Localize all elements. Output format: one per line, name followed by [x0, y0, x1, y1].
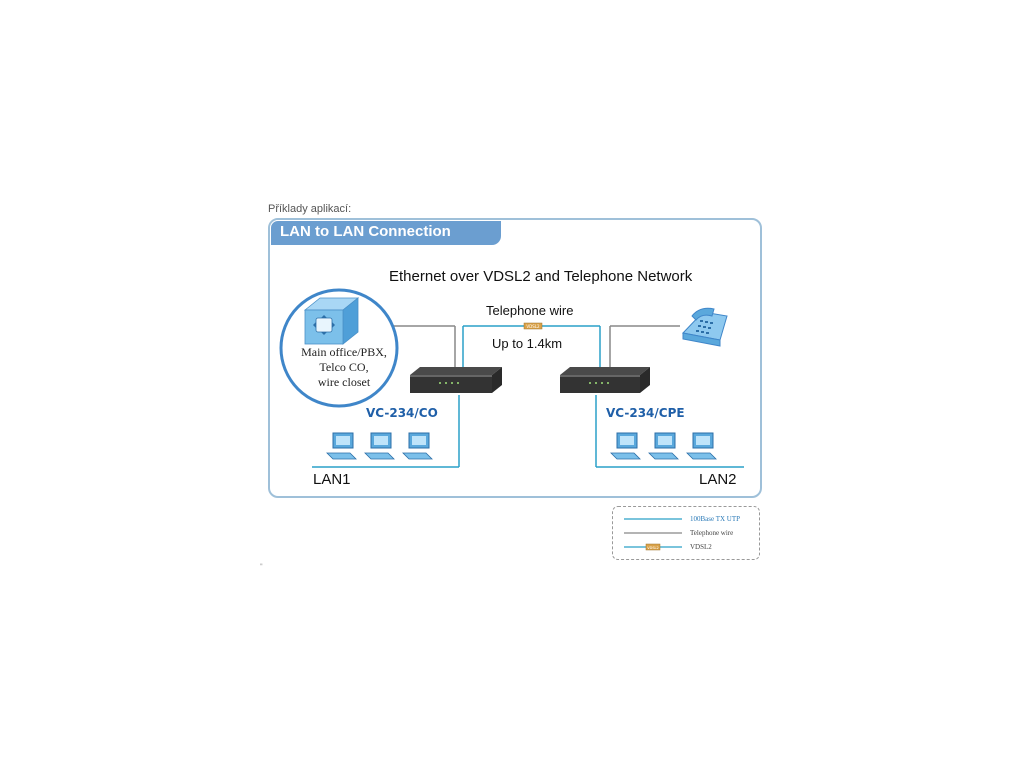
- diagram-title: Ethernet over VDSL2 and Telephone Networ…: [389, 268, 693, 285]
- caption: Příklady aplikací:: [268, 203, 352, 215]
- vdsl-badge-text: VDSL2: [526, 324, 540, 329]
- header-title: LAN to LAN Connection: [280, 223, 451, 240]
- header-tab: [270, 220, 502, 246]
- legend-vdsl-badge-text: VDSL2: [647, 546, 659, 550]
- office-label-line-1: Main office/PBX,: [301, 345, 387, 359]
- vdsl-badge: [523, 322, 543, 330]
- pc-icon-lan1-1: [326, 432, 357, 460]
- office-label: Main office/PBX, Telco CO, wire closet: [282, 345, 406, 390]
- telephone-icon: [682, 307, 728, 347]
- pc-icon-lan2-2: [648, 432, 679, 460]
- telephone-wire-label: Telephone wire: [486, 303, 574, 318]
- pc-icon-lan2-3: [686, 432, 717, 460]
- pc-icon-lan1-2: [364, 432, 395, 460]
- footnote-mark: ": [260, 563, 263, 570]
- pc-icon-lan2-1: [610, 432, 641, 460]
- device-vc-234-cpe: [560, 367, 650, 393]
- pc-icon-lan1-3: [402, 432, 433, 460]
- device-vc-234-co: [410, 367, 502, 393]
- lan1-label: LAN1: [313, 471, 351, 488]
- device-cpe-label: VC-234/CPE: [606, 406, 685, 420]
- legend-vdsl-badge: [645, 543, 661, 551]
- office-label-line-2: Telco CO,: [319, 360, 369, 374]
- legend-item-telephone: Telephone wire: [690, 529, 734, 537]
- building-icon: [303, 297, 360, 345]
- device-co-label: VC-234/CO: [366, 406, 438, 420]
- lan2-label: LAN2: [699, 471, 737, 488]
- office-label-line-3: wire closet: [317, 375, 371, 389]
- legend-item-utp: 100Base TX UTP: [690, 515, 741, 523]
- legend-box: [612, 506, 760, 560]
- legend-item-vdsl: VDSL2: [690, 543, 712, 551]
- distance-label: Up to 1.4km: [492, 336, 563, 351]
